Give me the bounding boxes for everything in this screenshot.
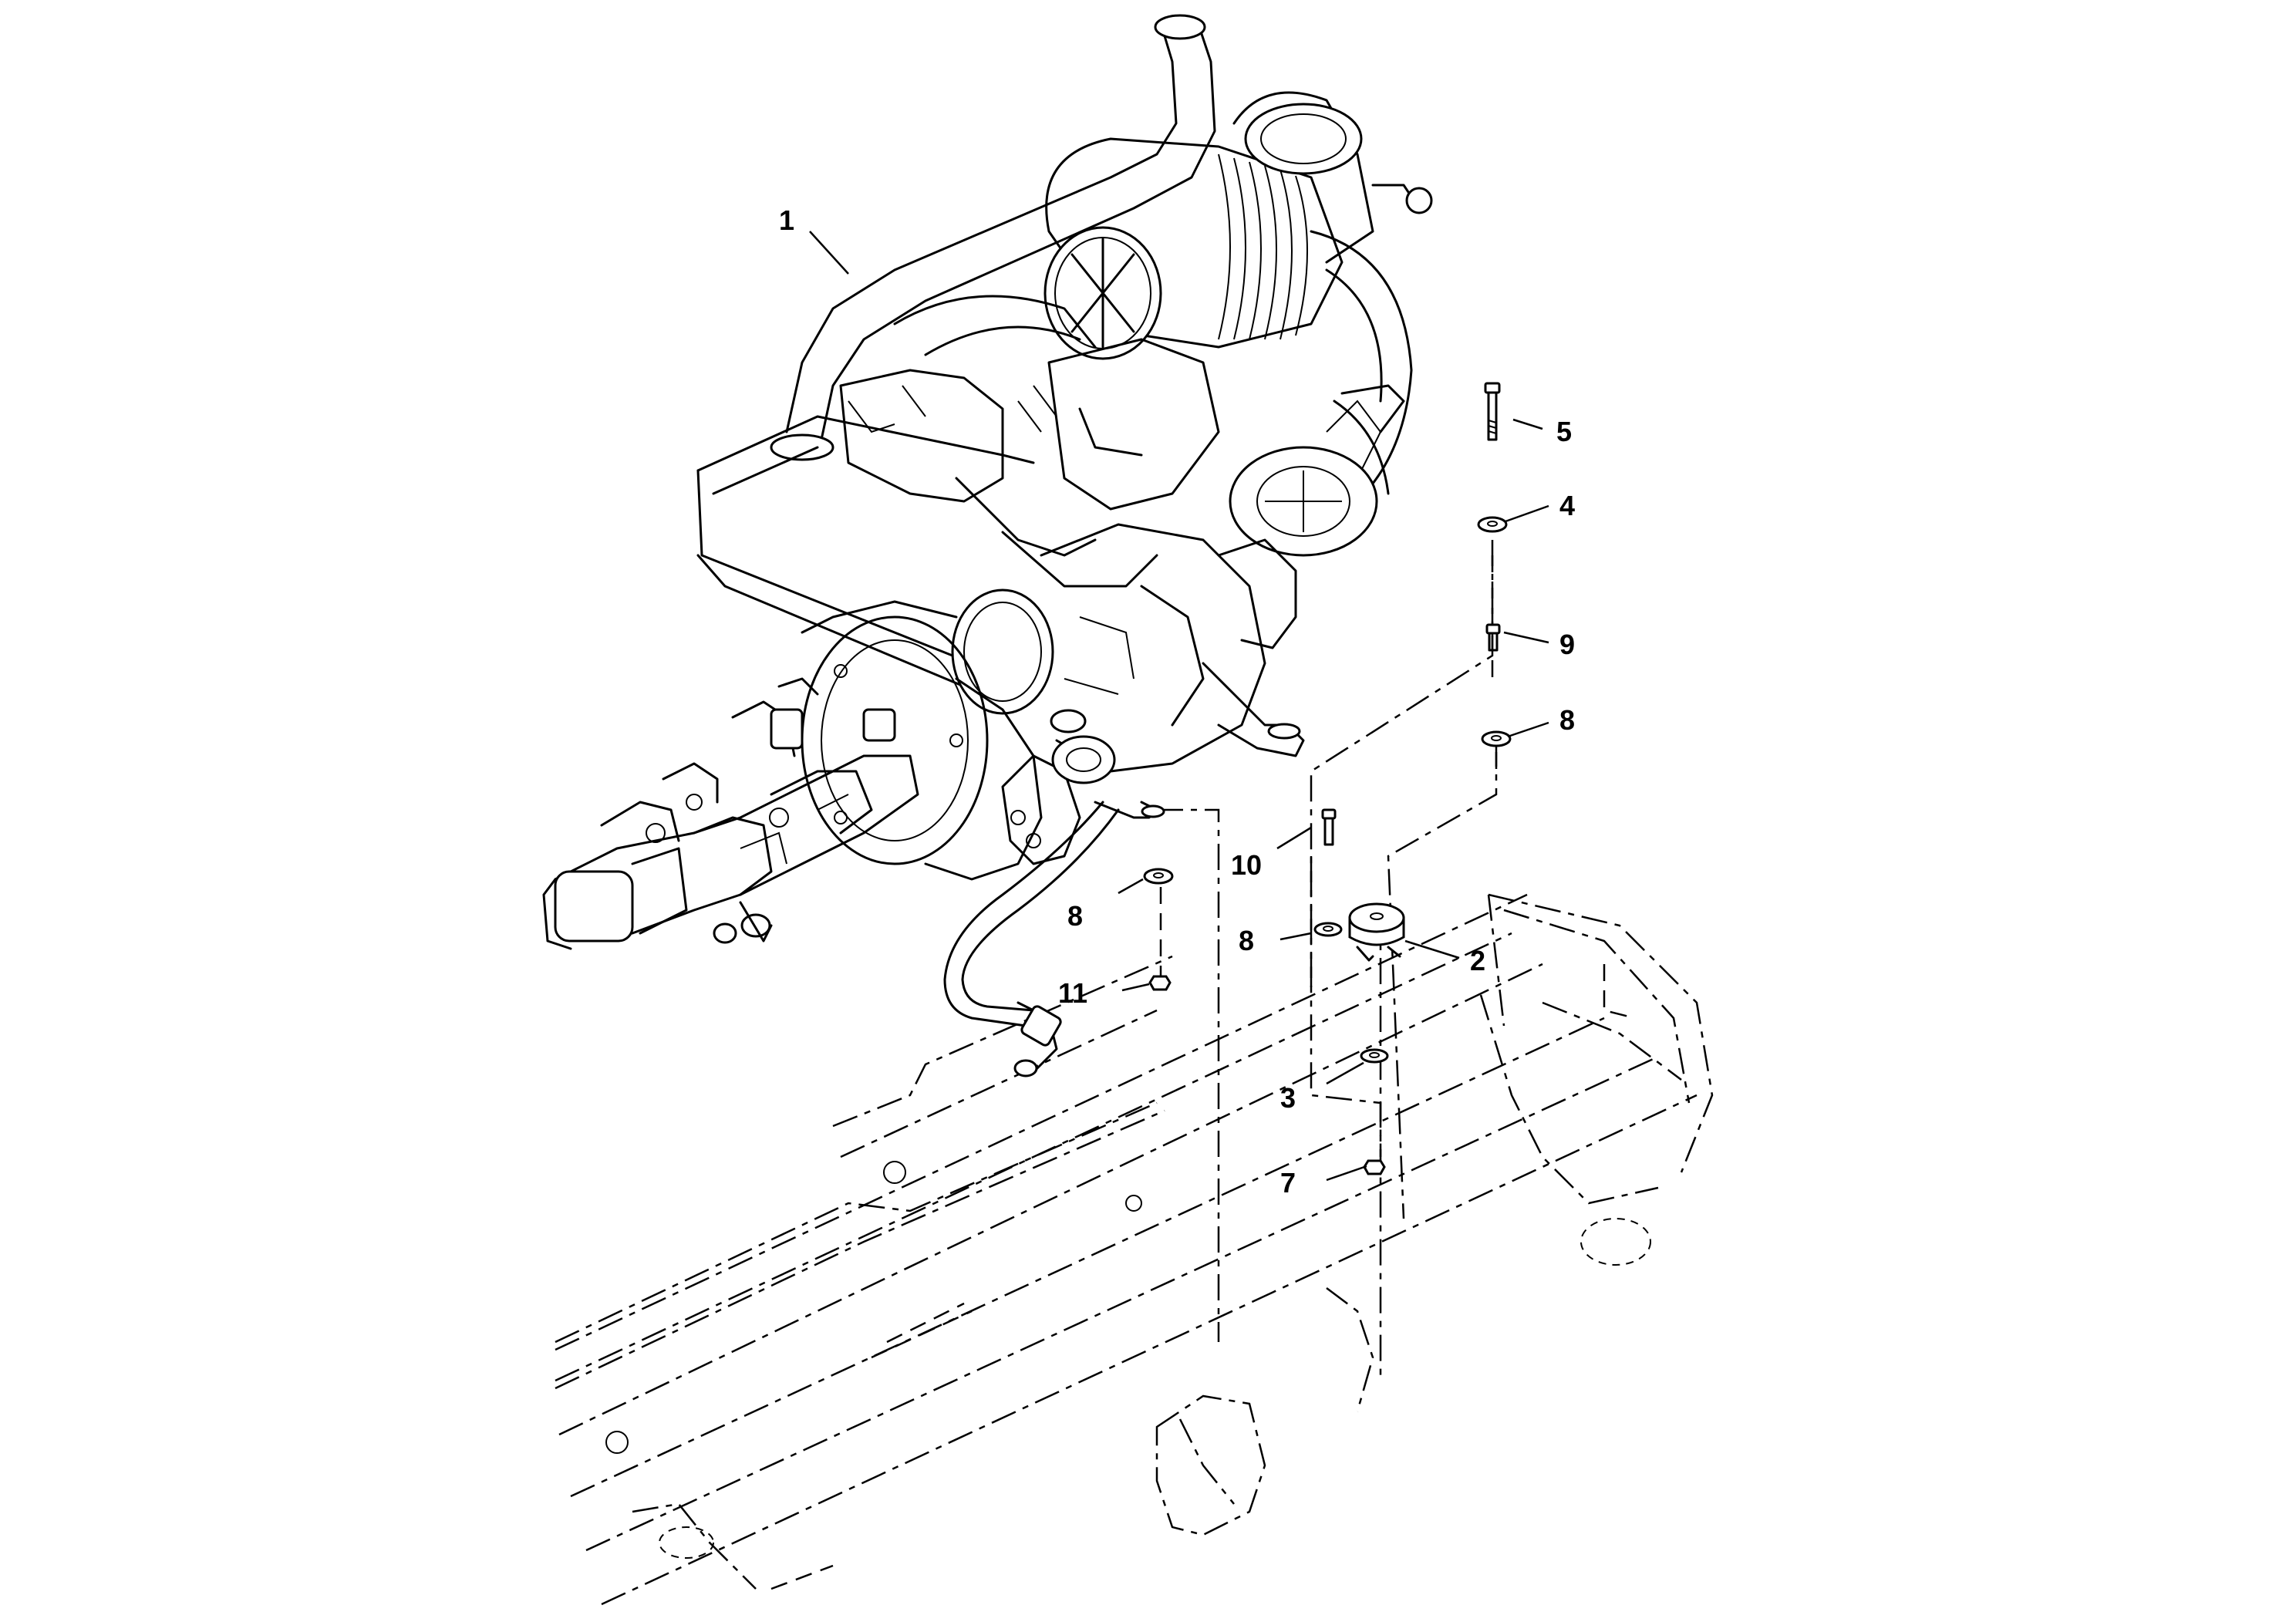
nut-item-11	[1148, 975, 1172, 991]
washer-item-8-left	[1143, 868, 1174, 885]
callout-9: 9	[1559, 629, 1575, 660]
assembly-centerlines	[1157, 540, 1498, 1381]
callout-8-right: 8	[1559, 704, 1575, 736]
washer-item-8-mid	[1313, 922, 1343, 937]
bolt-item-10	[1321, 808, 1337, 846]
nut-item-7	[1363, 1159, 1386, 1175]
callout-10: 10	[1231, 849, 1262, 881]
callout-5: 5	[1556, 416, 1572, 447]
callout-7: 7	[1280, 1167, 1296, 1199]
callout-2: 2	[1470, 945, 1485, 976]
callout-labels: 1 2 3 4 5 7 8 8 8 9 10 11	[779, 204, 1575, 1199]
bolt-item-9	[1485, 623, 1501, 652]
callout-11: 11	[1058, 977, 1087, 1009]
callout-leaders	[809, 231, 1549, 1182]
washer-item-3	[1360, 1048, 1389, 1064]
washer-item-8-right	[1481, 730, 1512, 747]
chassis-frame	[555, 893, 1714, 1606]
isolator-item-2	[1348, 902, 1405, 962]
callout-3: 3	[1280, 1082, 1296, 1114]
hardware-parts	[1143, 382, 1512, 1175]
callout-4: 4	[1559, 490, 1575, 521]
callout-8-mid: 8	[1239, 925, 1254, 956]
engine-assembly	[542, 14, 1433, 1077]
callout-1: 1	[779, 204, 794, 236]
bolt-item-5	[1484, 382, 1501, 441]
callout-8-left: 8	[1067, 900, 1083, 932]
washer-item-4	[1477, 516, 1508, 533]
